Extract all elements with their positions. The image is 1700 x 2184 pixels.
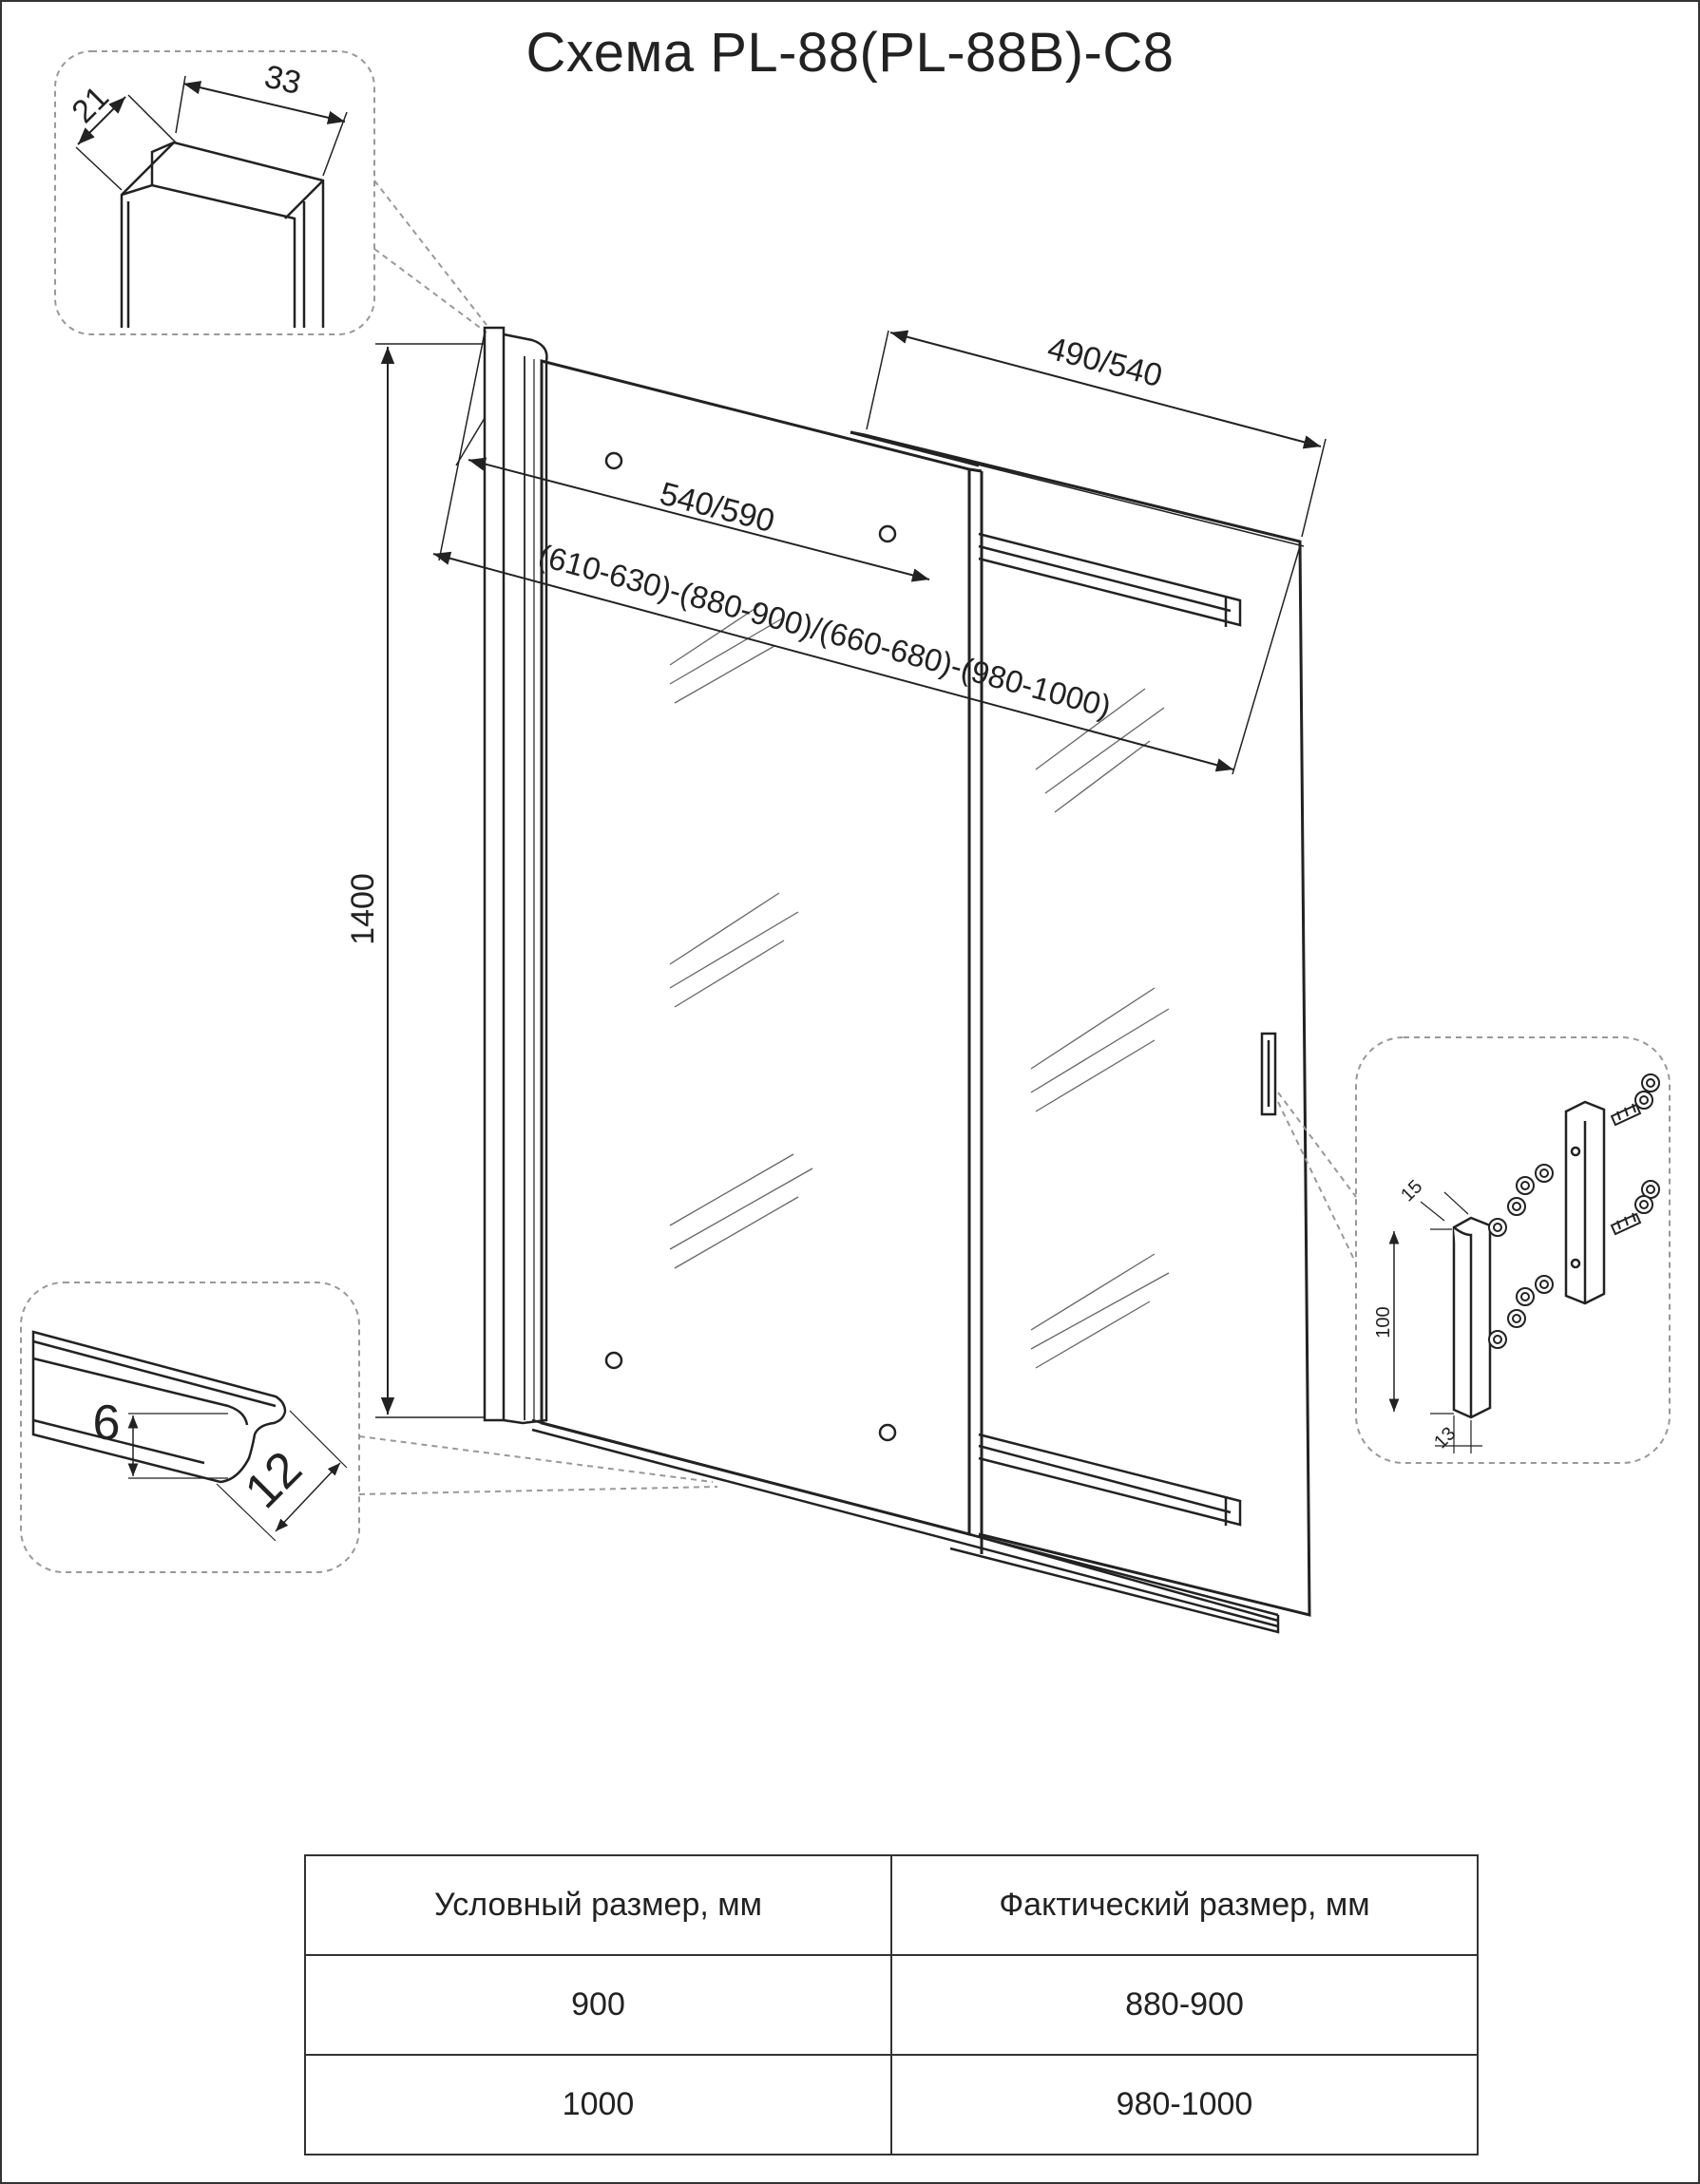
- wall-profile-shape: [120, 141, 325, 328]
- door-handle: [1260, 1032, 1277, 1116]
- dim-handle-width: 13: [1430, 1423, 1460, 1453]
- handle-outer-part: [1452, 1216, 1492, 1419]
- screw-set: [1610, 1073, 1660, 1236]
- dim-seal-height: 6: [93, 1396, 121, 1451]
- page-title: Схема PL-88(PL-88B)-C8: [525, 22, 1175, 84]
- table-row: 1000 980-1000: [304, 2054, 1479, 2156]
- table-row: 900 880-900: [304, 1954, 1479, 2056]
- seal-profile-shape: [31, 1330, 287, 1484]
- table-cell-actual: 880-900: [890, 1954, 1479, 2056]
- dim-seal-width: 12: [235, 1441, 313, 1519]
- shower-door-assembly: [483, 326, 1311, 1634]
- dim-height-group: 1400: [345, 343, 485, 1418]
- dim-total-width: (610-630)-(880-900)/(660-680)-(980-1000): [535, 538, 1115, 725]
- dim-fixed-panel: 490/540: [1044, 331, 1167, 395]
- bottom-seal: [531, 1418, 1280, 1634]
- dim-total-width-group: (610-630)-(880-900)/(660-680)-(980-1000): [432, 332, 1301, 775]
- wall-profile: [483, 326, 506, 1422]
- table-header-nominal: Условный размер, мм: [304, 1854, 892, 1956]
- bottom-rail: [978, 1433, 1242, 1527]
- size-table: Условный размер, мм Фактический размер, …: [304, 1854, 1479, 2156]
- top-rail: [978, 532, 1242, 627]
- table-header-row: Условный размер, мм Фактический размер, …: [304, 1854, 1479, 1956]
- dim-profile-width: 33: [261, 59, 304, 103]
- table-cell-nominal: 1000: [304, 2054, 892, 2156]
- profile-callout: 33 21: [54, 50, 487, 335]
- table-cell-actual: 980-1000: [890, 2054, 1479, 2156]
- table-cell-nominal: 900: [304, 1954, 892, 2056]
- dim-door-panel: 540/590: [657, 476, 779, 541]
- table-header-actual: Фактический размер, мм: [890, 1854, 1479, 1956]
- dim-height: 1400: [345, 873, 381, 945]
- handle-inner-part: [1564, 1100, 1606, 1305]
- dim-fixed-panel-group: 490/540: [866, 331, 1327, 538]
- washer-set: [1488, 1164, 1554, 1349]
- dim-handle-height: 100: [1373, 1306, 1394, 1338]
- dim-profile-depth: 21: [65, 79, 116, 130]
- seal-callout: 6 12: [20, 1282, 718, 1573]
- dim-handle-depth: 15: [1397, 1176, 1426, 1206]
- handle-callout: 100 15 13: [1277, 1036, 1671, 1464]
